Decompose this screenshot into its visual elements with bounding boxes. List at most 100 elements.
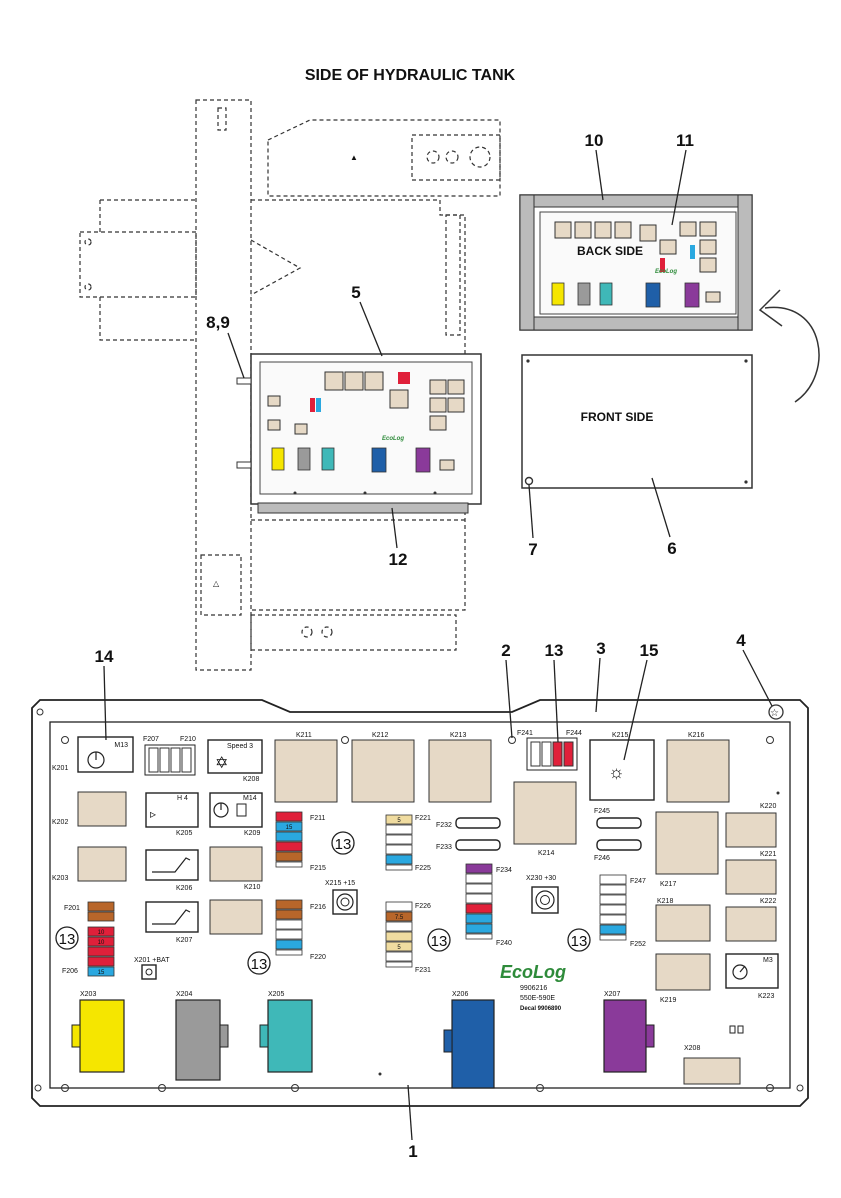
svg-text:5: 5 <box>397 945 401 951</box>
fuse-f232-f233: F232 F233 <box>436 817 501 851</box>
svg-text:13: 13 <box>59 931 76 948</box>
connector-x206: X206 <box>443 991 495 1089</box>
svg-text:K222: K222 <box>760 898 776 905</box>
callout-7: 7 <box>528 540 537 559</box>
relay-k222: K222 <box>725 898 777 942</box>
work-light-icon: ☼ <box>608 762 625 782</box>
svg-text:9906216: 9906216 <box>520 985 547 992</box>
callout-8-9: 8,9 <box>206 313 230 332</box>
svg-text:K214: K214 <box>538 850 554 857</box>
svg-text:10: 10 <box>98 940 105 946</box>
fuse-stack-f211-f215: 15 F211 F215 <box>275 811 326 872</box>
lower-callouts: 14 2 13 3 15 4 1 <box>95 631 773 1161</box>
svg-text:EcoLog: EcoLog <box>655 269 677 275</box>
svg-text:Speed 3: Speed 3 <box>227 743 253 750</box>
rotate-arrow-icon <box>758 289 820 403</box>
svg-text:X201 +BAT: X201 +BAT <box>134 957 170 964</box>
speed-fan-relay: Speed 3 ✡ K208 <box>207 739 263 783</box>
relay-k219: K219 <box>655 953 711 1004</box>
svg-text:F245: F245 <box>594 808 610 815</box>
relay-k215: K215 ☼ <box>589 732 655 801</box>
svg-text:13: 13 <box>571 933 588 950</box>
fuse-stack-f247-f252: F247 F252 <box>599 874 646 948</box>
svg-text:10: 10 <box>98 930 105 936</box>
svg-text:K212: K212 <box>372 732 388 739</box>
svg-text:550E-590E: 550E-590E <box>520 995 555 1002</box>
x230-terminal: X230 +30 <box>526 875 559 914</box>
svg-text:K207: K207 <box>176 937 192 944</box>
callout-2: 2 <box>501 641 510 660</box>
relay-k206: K207 <box>145 901 199 944</box>
fuse-stack-f201-f206: F201 F206 10 10 15 <box>62 901 115 977</box>
svg-text:15: 15 <box>98 970 105 976</box>
svg-text:K217: K217 <box>660 881 676 888</box>
svg-text:K202: K202 <box>52 819 68 826</box>
svg-text:7.5: 7.5 <box>395 915 404 921</box>
svg-text:F221: F221 <box>415 815 431 822</box>
svg-text:F232: F232 <box>436 822 452 829</box>
fuse-block-f241-f244: F241 F244 <box>517 730 582 771</box>
connector-x205: X205 <box>259 991 313 1073</box>
svg-text:F215: F215 <box>310 865 326 872</box>
relay-k210 <box>209 899 263 935</box>
svg-text:K219: K219 <box>660 997 676 1004</box>
svg-text:K206: K206 <box>176 885 192 892</box>
x215-terminal: X215 +15 <box>325 880 358 915</box>
svg-text:X206: X206 <box>452 991 468 998</box>
svg-text:X208: X208 <box>684 1045 700 1052</box>
relay-k213: K213 <box>428 732 492 803</box>
svg-text:K221: K221 <box>760 851 776 858</box>
svg-text:X207: X207 <box>604 991 620 998</box>
svg-text:K209: K209 <box>244 830 260 837</box>
svg-text:F233: F233 <box>436 844 452 851</box>
svg-text:F207: F207 <box>143 736 159 743</box>
relay-k216: K216 <box>666 732 730 803</box>
callout-6: 6 <box>667 539 676 558</box>
relay-k212: K212 <box>351 732 415 803</box>
horn-icon: ▹ <box>150 807 156 821</box>
svg-text:F231: F231 <box>415 967 431 974</box>
front-side-label: FRONT SIDE <box>581 410 654 424</box>
fan-icon: ✡ <box>215 755 228 772</box>
relay-k209: K210 <box>209 846 263 891</box>
relay-k211: K211 <box>274 732 338 803</box>
callout-1: 1 <box>408 1142 417 1161</box>
svg-text:X203: X203 <box>80 991 96 998</box>
back-side-panel: EcoLog BACK SIDE <box>519 194 753 331</box>
svg-text:F225: F225 <box>415 865 431 872</box>
connector-x208: X208 <box>683 1025 744 1085</box>
connector-x204: X204 <box>175 991 229 1081</box>
svg-text:13: 13 <box>431 933 448 950</box>
m14-fuel-pump: M14 K209 <box>209 792 263 837</box>
svg-text:K218: K218 <box>657 898 673 905</box>
svg-text:EcoLog: EcoLog <box>382 436 404 442</box>
ecolog-logo: EcoLog 9906216 550E-590E Decal 9906890 <box>500 962 566 1012</box>
callout-12: 12 <box>389 550 408 569</box>
callout-11: 11 <box>676 131 694 150</box>
svg-text:F206: F206 <box>62 968 78 975</box>
svg-text:K201: K201 <box>52 765 68 772</box>
relay-k217: K217 <box>655 811 719 888</box>
horn-relay-k204: H 4 ▹ K205 <box>145 792 199 837</box>
svg-text:K216: K216 <box>688 732 704 739</box>
upper-callouts: 10 11 5 8,9 12 7 6 <box>206 131 694 569</box>
fuse-stack-f234-f240: F234 F240 <box>465 863 512 947</box>
relay-k203: K203 <box>52 846 127 882</box>
front-side-cover: FRONT SIDE <box>521 354 753 489</box>
connector-x207: X207 <box>603 991 655 1073</box>
back-side-label: BACK SIDE <box>577 244 643 258</box>
callout-10: 10 <box>585 131 604 150</box>
svg-text:H 4: H 4 <box>177 795 188 802</box>
mounted-panel: EcoLog <box>236 353 482 514</box>
callout-5: 5 <box>351 283 360 302</box>
svg-text:F247: F247 <box>630 878 646 885</box>
m13-motor: M13 K201 <box>52 736 134 773</box>
svg-text:K213: K213 <box>450 732 466 739</box>
m3-motor: M3 K223 <box>725 953 779 1000</box>
svg-text:F216: F216 <box>310 904 326 911</box>
svg-text:M13: M13 <box>114 742 128 749</box>
callout-14: 14 <box>95 647 114 666</box>
relay-k221: K221 <box>725 851 777 895</box>
svg-text:☆: ☆ <box>770 708 779 719</box>
callout-15: 15 <box>640 641 659 660</box>
